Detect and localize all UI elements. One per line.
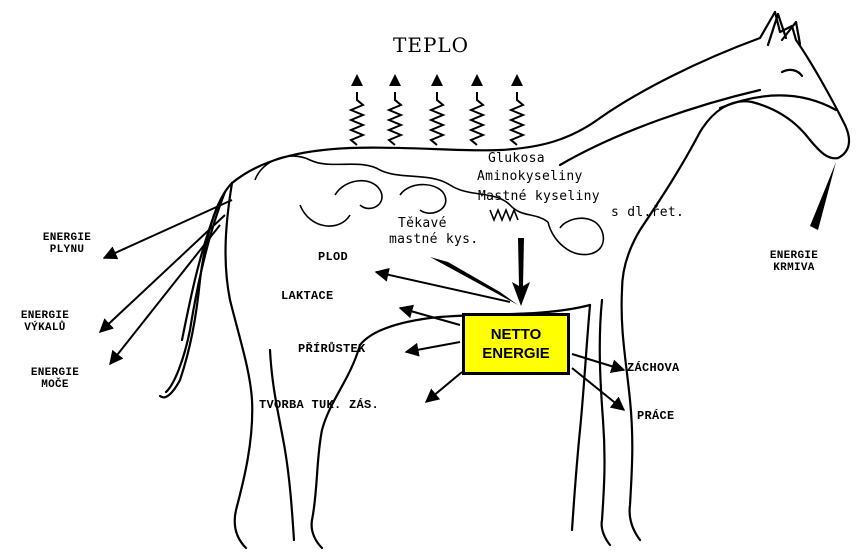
arrow-tvorba [426,372,462,402]
heat-wave-4 [471,92,483,145]
label-tvorba: TVORBA TUK. ZÁS. [259,399,379,412]
horse-outline [160,12,849,548]
heat-title: TEPLO [393,33,469,57]
heat-waves [351,92,523,145]
label-mastne-kys: mastné kys. [389,232,478,248]
arrow-krmivo [810,162,836,230]
label-dl-ret: s dl.řet. [611,205,684,221]
label-zachova: ZÁCHOVA [627,362,680,375]
arrow-prirustek [406,342,460,352]
netto-energie-box: NETTO ENERGIE [462,313,570,375]
label-prace: PRÁCE [637,410,675,423]
label-glukosa: Glukosa [488,151,545,167]
label-prirustek: PŘÍRŮSTEK [298,343,366,356]
netto-line-2: ENERGIE [482,344,550,363]
arrow-zachova [572,354,624,370]
label-laktace: LAKTACE [281,290,334,303]
label-mastne-kyseliny: Mastné kyseliny [478,189,600,205]
label-aminokyseliny: Aminokyseliny [477,169,583,185]
heat-wave-5 [511,92,523,145]
arrow-moc [110,225,220,364]
heat-wave-2 [389,92,401,145]
heat-wave-1 [351,92,363,145]
arrow-prace [572,368,624,410]
label-plod: PLOD [318,251,348,264]
loss-arrows [100,200,232,364]
label-tekave: Těkavé [398,216,447,232]
heat-wave-3 [431,92,443,145]
netto-line-1: NETTO [491,325,542,344]
